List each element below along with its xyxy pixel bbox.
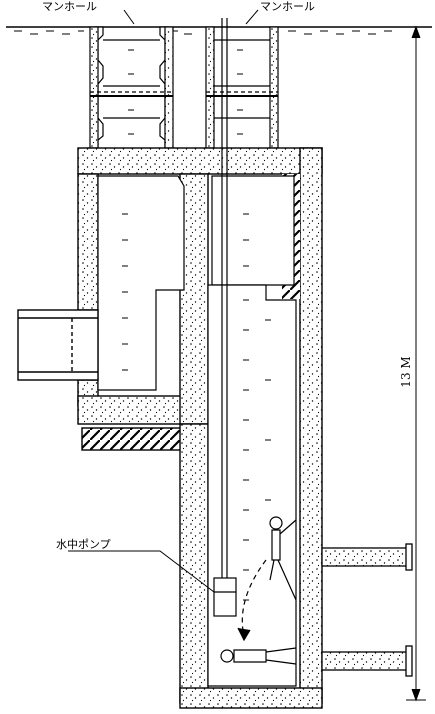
manhole-right-label: マンホール (260, 0, 315, 13)
worker-collapsed-figure (220, 647, 297, 665)
depth-dimension-label: 13 M (399, 356, 413, 387)
submersible-pump-label: 水中ポンプ (56, 538, 111, 551)
manhole-left-label: マンホール (42, 0, 97, 13)
manhole-riser-left (88, 26, 175, 149)
fall-arrow (237, 559, 267, 642)
water-level-marks (122, 49, 271, 601)
outlet-pipe-lower (321, 645, 413, 677)
ground-surface (6, 26, 432, 35)
pump-leader (68, 550, 215, 593)
manhole-right-leader (245, 9, 259, 25)
manhole-left-leader (123, 9, 135, 25)
upper-chamber (97, 175, 295, 391)
outlet-pipe-upper (321, 543, 413, 571)
inlet-pipe-left (17, 309, 99, 381)
pump-shaft (207, 284, 297, 687)
depth-dimension-line (406, 25, 426, 702)
submersible-pump (213, 577, 237, 617)
manhole-riser-right (205, 26, 279, 149)
worker-standing-figure (269, 516, 297, 601)
pump-discharge-pipe (221, 18, 228, 578)
